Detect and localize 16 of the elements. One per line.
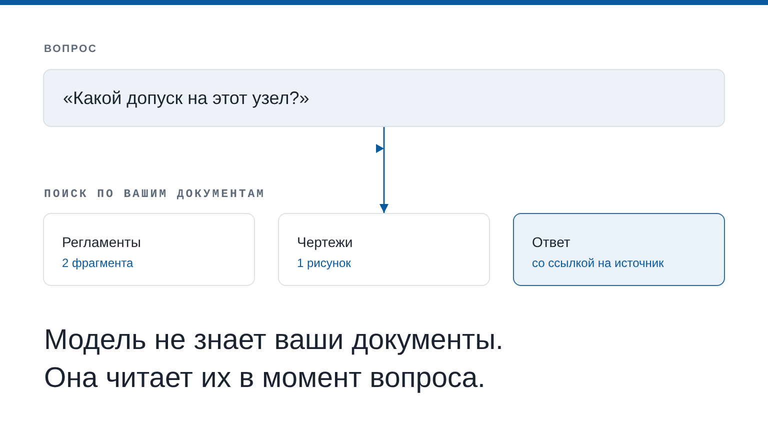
card-subtitle: 2 фрагмента bbox=[62, 255, 134, 271]
summary-text: Модель не знает ваши документы. bbox=[44, 323, 504, 358]
card-title: Ответ bbox=[532, 233, 572, 251]
source-card bbox=[43, 213, 255, 286]
card-title: Регламенты bbox=[62, 233, 142, 251]
answer-card bbox=[513, 213, 725, 286]
card-subtitle: со ссылкой на источник bbox=[532, 255, 665, 271]
section-heading: ПОИСК ПО ВАШИМ ДОКУМЕНТАМ bbox=[44, 188, 266, 202]
card-subtitle: 1 рисунок bbox=[297, 255, 352, 271]
section-heading: ВОПРОС bbox=[44, 42, 98, 56]
arrow bbox=[380, 127, 388, 213]
question-text: «Какой допуск на этот узел?» bbox=[63, 86, 310, 110]
card-title: Чертежи bbox=[297, 233, 354, 251]
source-card bbox=[278, 213, 490, 286]
question-box bbox=[43, 69, 725, 127]
summary-text: Она читает их в момент вопроса. bbox=[44, 361, 486, 396]
